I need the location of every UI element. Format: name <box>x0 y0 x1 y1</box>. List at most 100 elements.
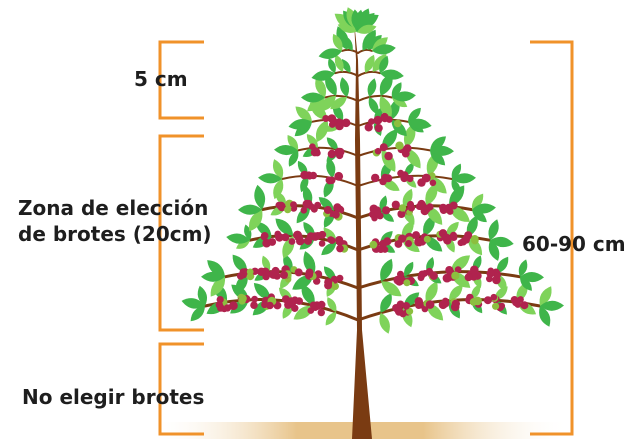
coffee-plant-icon <box>180 5 564 439</box>
coffee-berry <box>310 302 317 309</box>
coffee-berry <box>276 234 284 242</box>
coffee-berry <box>383 237 391 245</box>
coffee-berry <box>392 201 400 209</box>
coffee-berry <box>450 234 457 241</box>
coffee-berry <box>237 272 245 280</box>
coffee-berry <box>324 206 332 214</box>
label-zona-line1: Zona de elección <box>18 195 212 221</box>
trunk <box>352 20 372 439</box>
coffee-berry <box>329 121 336 128</box>
coffee-berry <box>335 236 343 244</box>
branch <box>335 72 358 76</box>
coffee-berry <box>371 174 379 182</box>
coffee-berry <box>442 205 449 212</box>
coffee-berry <box>319 240 326 247</box>
coffee-berry <box>293 231 302 240</box>
coffee-berry <box>375 124 383 132</box>
coffee-berry <box>430 272 438 280</box>
coffee-berry <box>471 235 479 243</box>
coffee-berry <box>336 245 344 253</box>
coffee-berry <box>421 207 429 215</box>
coffee-berry <box>342 119 351 128</box>
coffee-berry <box>403 279 410 286</box>
coffee-berry <box>379 178 386 185</box>
coffee-berry <box>441 299 449 307</box>
coffee-berry <box>336 148 344 156</box>
coffee-berry <box>381 115 388 122</box>
coffee-berry <box>247 269 254 276</box>
coffee-berry <box>451 272 459 280</box>
label-5cm: 5 cm <box>134 66 188 92</box>
coffee-berry <box>261 301 268 308</box>
coffee-berry <box>384 152 392 160</box>
coffee-berry <box>268 238 276 246</box>
coffee-berry <box>402 150 410 158</box>
coffee-berry <box>470 266 479 275</box>
coffee-berry <box>250 301 258 309</box>
coffee-berry <box>492 303 499 310</box>
coffee-berry <box>407 201 414 208</box>
coffee-berry <box>412 231 420 239</box>
coffee-berry <box>494 272 501 279</box>
coffee-berry <box>453 300 460 307</box>
coffee-berry <box>370 241 378 249</box>
coffee-berry <box>397 170 404 177</box>
coffee-berry <box>333 203 341 211</box>
coffee-berry <box>269 270 277 278</box>
coffee-berry <box>326 177 333 184</box>
coffee-berry <box>465 273 473 281</box>
coffee-berry <box>300 171 309 180</box>
coffee-berry <box>405 240 412 247</box>
coffee-berry <box>426 300 435 309</box>
label-total-height: 60-90 cm <box>522 231 626 257</box>
branch <box>358 148 430 156</box>
coffee-berry <box>375 148 382 155</box>
coffee-berry <box>290 201 297 208</box>
coffee-berry <box>443 274 452 283</box>
coffee-berry <box>382 246 389 253</box>
coffee-berry <box>324 281 332 289</box>
coffee-berry <box>395 142 403 150</box>
coffee-berry <box>382 206 390 214</box>
coffee-berry <box>374 210 381 217</box>
label-zona-line2: de brotes (20cm) <box>18 221 212 247</box>
coffee-berry <box>336 275 343 282</box>
coffee-berry <box>287 297 295 305</box>
label-no-elegir: No elegir brotes <box>22 384 204 410</box>
coffee-berry <box>261 234 267 240</box>
coffee-berry <box>395 307 404 316</box>
coffee-berry <box>289 238 296 245</box>
coffee-berry <box>229 301 238 310</box>
leaf <box>338 76 351 98</box>
coffee-berry <box>470 298 478 306</box>
coffee-berry <box>295 268 303 276</box>
coffee-berry <box>398 235 406 243</box>
coffee-berry <box>332 211 340 219</box>
coffee-berry <box>512 299 520 307</box>
coffee-berry <box>422 174 431 183</box>
coffee-berry <box>430 180 437 187</box>
coffee-berry <box>394 120 402 128</box>
coffee-berry <box>304 237 311 244</box>
coffee-berry <box>280 271 288 279</box>
coffee-berry <box>329 237 336 244</box>
coffee-berry <box>484 296 492 304</box>
leaves <box>180 5 564 335</box>
branch <box>358 50 372 53</box>
branch <box>358 72 380 76</box>
coffee-berry <box>424 236 431 243</box>
coffee-berry <box>277 202 286 211</box>
coffee-berry <box>314 232 322 240</box>
coffee-berry <box>303 201 310 208</box>
coffee-berry <box>418 271 426 279</box>
coffee-berry <box>415 302 422 309</box>
branch <box>282 176 358 186</box>
coffee-berry <box>487 270 495 278</box>
coffee-berry <box>397 271 404 278</box>
coffee-berry <box>334 172 343 181</box>
coffee-berry <box>318 309 325 316</box>
coffee-berry <box>322 115 329 122</box>
coffee-berry <box>306 271 313 278</box>
label-zona-eleccion: Zona de elección de brotes (20cm) <box>18 195 212 247</box>
coffee-berry <box>414 239 422 247</box>
